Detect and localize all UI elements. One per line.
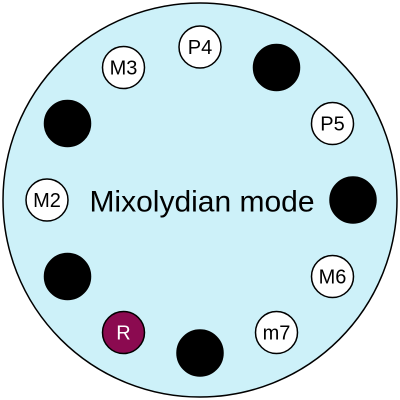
note-label: P4 bbox=[188, 37, 212, 59]
note-label: M6 bbox=[319, 267, 347, 289]
excluded-note-dot bbox=[43, 252, 92, 301]
interval-note-dot bbox=[101, 45, 146, 90]
note-label: M2 bbox=[33, 190, 61, 212]
excluded-note-dot bbox=[176, 329, 224, 377]
excluded-note-dot bbox=[43, 99, 92, 148]
diagram-title: Mixolydian mode bbox=[89, 186, 314, 219]
excluded-note-dot bbox=[252, 43, 301, 92]
note-label: R bbox=[116, 323, 130, 345]
interval-note-dot bbox=[254, 310, 299, 355]
interval-note-dot bbox=[310, 101, 355, 146]
interval-note-dot bbox=[178, 25, 222, 69]
note-label: P5 bbox=[320, 114, 344, 136]
root-note-dot bbox=[101, 310, 146, 355]
note-label: m7 bbox=[263, 323, 291, 345]
note-label: M3 bbox=[110, 58, 138, 80]
excluded-note-dot bbox=[329, 176, 377, 224]
interval-note-dot bbox=[310, 254, 355, 299]
interval-note-dot bbox=[25, 178, 69, 222]
